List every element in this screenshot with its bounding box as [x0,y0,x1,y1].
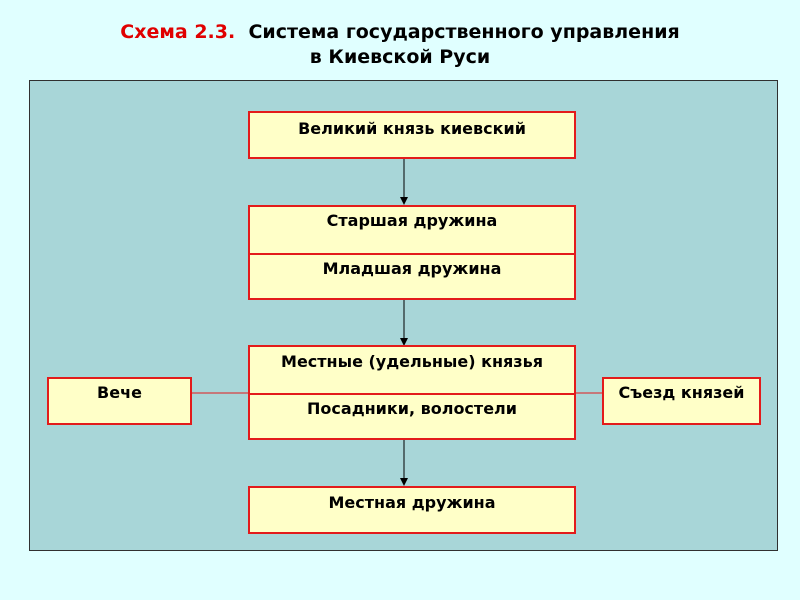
box-grand-prince: Великий князь киевский [248,111,576,159]
label-local-retinue: Местная дружина [328,493,496,512]
retinue-divider [250,253,574,255]
label-junior-retinue: Младшая дружина [322,259,502,278]
box-veche: Вече [47,377,192,425]
label-local-princes: Местные (удельные) князья [281,352,543,371]
label-princes-congress: Съезд князей [618,383,745,402]
box-princes-congress: Съезд князей [602,377,761,425]
title-main: Система государственного управления [248,21,680,43]
title-line-1: Схема 2.3. Система государственного упра… [0,20,800,45]
box-local-authorities: Местные (удельные) князья Посадники, вол… [248,345,576,440]
title-prefix: Схема 2.3. [120,21,236,43]
label-senior-retinue: Старшая дружина [326,211,498,230]
title-line-2: в Киевской Руси [309,46,491,68]
box-retinue: Старшая дружина Младшая дружина [248,205,576,300]
label-governors: Посадники, волостели [307,399,517,418]
box-local-retinue: Местная дружина [248,486,576,534]
local-authorities-divider [250,393,574,395]
label-grand-prince: Великий князь киевский [298,119,526,138]
slide-title: Схема 2.3. Система государственного упра… [0,20,800,70]
label-veche: Вече [97,383,142,402]
